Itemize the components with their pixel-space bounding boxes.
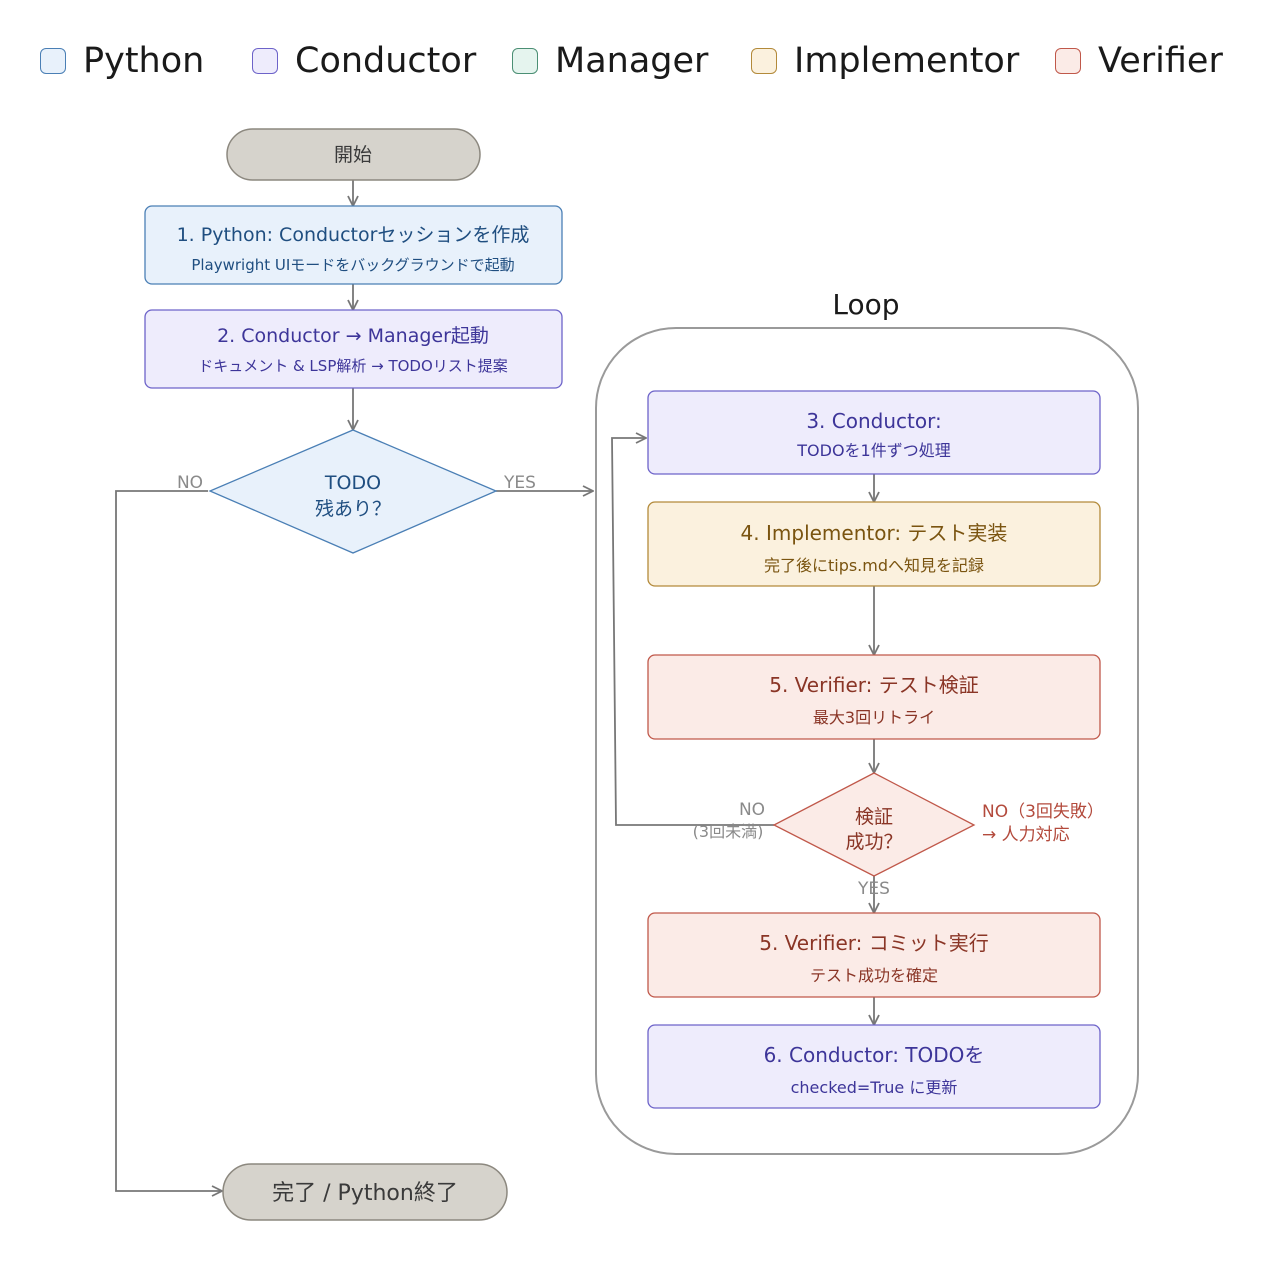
legend: Python Conductor Manager Implementor Ver… [0,0,1274,110]
edge-decision-no [115,490,222,1191]
step5b-title: 5. Verifier: コミット実行 [759,931,989,955]
end-terminal [222,1163,508,1221]
step4-subtitle: 完了後にtips.mdへ知見を記録 [764,556,984,575]
edge-label-todo-yes: YES [503,473,536,493]
edge-verify-retry [611,438,774,826]
decision-todo-line2: 残あり？ [315,498,391,520]
step5a-box [647,654,1101,740]
end-label: 完了 / Python終了 [272,1181,458,1206]
legend-item-conductor: Conductor [252,38,476,84]
legend-item-python: Python [40,38,204,84]
legend-label-conductor: Conductor [295,41,477,81]
step5a-title: 5. Verifier: テスト検証 [769,673,979,697]
verifier-swatch [1055,48,1081,74]
legend-label-python: Python [83,41,205,81]
decision-todo-line1: TODO [324,472,381,494]
conductor-swatch [252,48,278,74]
edge-label-verify-no-fail-1: NO（3回失敗） [982,802,1104,822]
step3-box [647,390,1101,475]
connectors [115,180,874,1191]
edge-label-verify-yes: YES [857,879,890,899]
step6-box [647,1024,1101,1109]
edge-label-todo-no: NO [177,473,203,493]
step6-subtitle: checked=True に更新 [791,1078,958,1097]
decision-verify-line2: 成功？ [845,831,902,853]
step1-box [144,205,563,285]
step6-title: 6. Conductor: TODOを [764,1043,985,1067]
step2-box [144,309,563,389]
implementor-swatch [751,48,777,74]
step1-subtitle: Playwright UIモードをバックグラウンドで起動 [191,256,514,274]
legend-item-manager: Manager [512,38,708,84]
step3-title: 3. Conductor: [806,409,941,433]
decision-verify [772,772,976,877]
legend-label-manager: Manager [555,41,709,81]
manager-swatch [512,48,538,74]
decision-verify-line1: 検証 [855,806,893,828]
step5a-subtitle: 最大3回リトライ [813,708,935,727]
legend-label-verifier: Verifier [1098,41,1223,81]
step4-title: 4. Implementor: テスト実装 [741,521,1008,545]
step2-title: 2. Conductor → Manager起動 [217,325,489,347]
step4-box [647,501,1101,587]
legend-item-implementor: Implementor [751,38,1019,84]
step1-title: 1. Python: Conductorセッションを作成 [177,224,530,246]
python-swatch [40,48,66,74]
loop-label: Loop [832,288,899,321]
step2-subtitle: ドキュメント & LSP解析 → TODOリスト提案 [198,357,508,375]
edge-label-verify-no-retry-2: (3回未満) [693,822,764,841]
step5b-box [647,912,1101,998]
edge-label-verify-no-fail-2: → 人力対応 [982,825,1070,845]
legend-item-verifier: Verifier [1055,38,1223,84]
step5b-subtitle: テスト成功を確定 [810,966,938,985]
step3-subtitle: TODOを1件ずつ処理 [796,441,950,460]
start-label: 開始 [334,144,372,166]
decision-todo [208,429,498,554]
legend-label-implementor: Implementor [794,41,1020,81]
start-terminal [226,128,481,181]
edge-label-verify-no-retry-1: NO [739,800,765,820]
